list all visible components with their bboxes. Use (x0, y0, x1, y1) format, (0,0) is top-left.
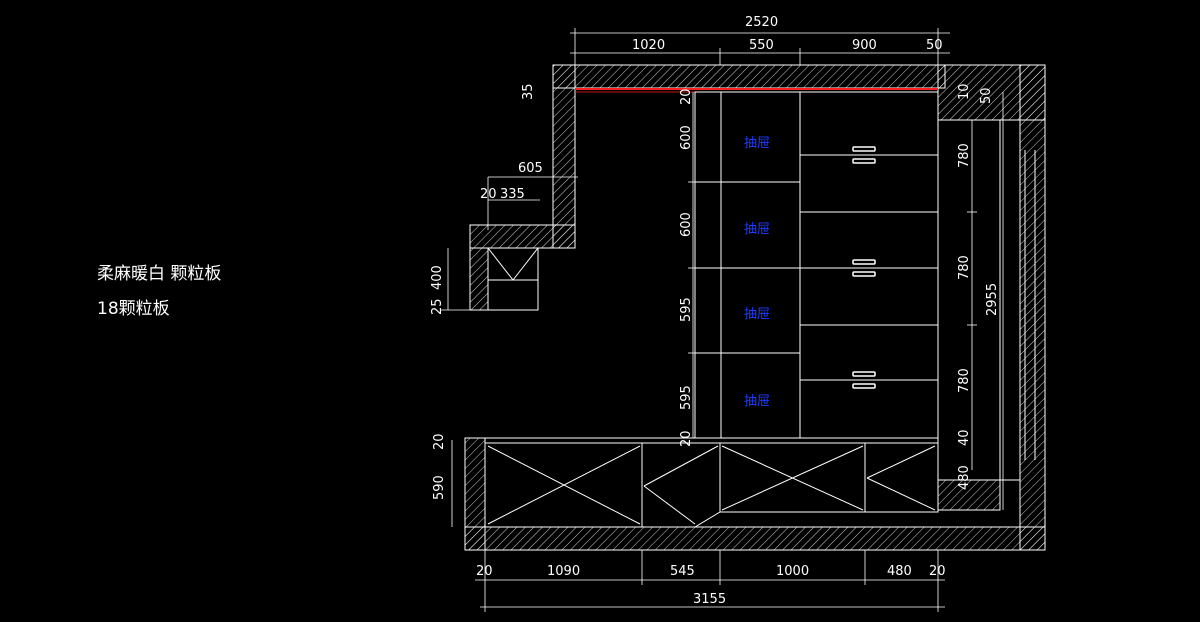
dim-left-25: 25 (430, 298, 445, 315)
dim-inner-595-2: 595 (679, 385, 694, 410)
bottom-wall (464, 526, 1046, 551)
dim-right-40: 40 (957, 429, 972, 446)
dim-bottom-545: 545 (670, 564, 695, 579)
dim-bottom-20-left: 20 (476, 564, 493, 579)
dim-right-small-50: 50 (979, 87, 994, 104)
dim-right-780-2: 780 (957, 255, 972, 280)
material-note-1: 柔麻暖白 颗粒板 (97, 264, 222, 284)
dim-bottom-total: 3155 (693, 592, 726, 607)
left-step-wall-2 (469, 247, 489, 311)
dim-inner-20-top: 20 (679, 88, 694, 105)
dim-bottom-1090: 1090 (547, 564, 580, 579)
wardrobe-frame (694, 91, 939, 439)
drawer-label-4: 抽屉 (744, 394, 770, 409)
dim-bottom-1000: 1000 (776, 564, 809, 579)
right-wall (1019, 64, 1046, 551)
dim-right-780-3: 780 (957, 368, 972, 393)
dim-left-20: 20 (480, 187, 497, 202)
dimension-lines (440, 28, 1004, 612)
drawer-label-3: 抽屉 (744, 307, 770, 322)
dim-right-small-10: 10 (957, 83, 972, 100)
drawer-label-1: 抽屉 (744, 136, 770, 151)
right-inner-wall (937, 479, 1001, 511)
dim-inner-595-1: 595 (679, 297, 694, 322)
left-step-wall (469, 224, 576, 249)
dim-top-3: 900 (852, 38, 877, 53)
left-upper-wall (552, 64, 576, 249)
dim-inner-600-2: 600 (679, 212, 694, 237)
walls (464, 64, 1046, 551)
dim-bottom-480: 480 (887, 564, 912, 579)
dim-top-4: 50 (926, 38, 943, 53)
drawer-handles (852, 146, 876, 389)
dim-overall-height: 2955 (985, 283, 1000, 316)
dim-top-total: 2520 (745, 15, 778, 30)
dim-inner-20-bottom: 20 (679, 430, 694, 447)
dim-left-35: 35 (521, 83, 536, 100)
dim-right-780-1: 780 (957, 143, 972, 168)
dim-left-335: 335 (500, 187, 525, 202)
dim-bottom-20-right: 20 (929, 564, 946, 579)
dim-left-lower-20: 20 (432, 433, 447, 450)
dim-inner-600-1: 600 (679, 125, 694, 150)
dimension-labels: 2520 1020 550 900 50 35 605 20 335 400 2… (430, 15, 1000, 607)
top-wall (552, 64, 946, 89)
drawer-label-2: 抽屉 (744, 222, 770, 237)
lower-cabinet-outline (484, 437, 939, 528)
dim-top-2: 550 (749, 38, 774, 53)
dim-top-1: 1020 (632, 38, 665, 53)
outlines (484, 88, 1036, 528)
dim-right-480: 480 (957, 465, 972, 490)
dim-left-605: 605 (518, 161, 543, 176)
dim-left-400: 400 (430, 265, 445, 290)
dim-left-lower-590: 590 (432, 475, 447, 500)
material-note-2: 18颗粒板 (97, 299, 170, 319)
